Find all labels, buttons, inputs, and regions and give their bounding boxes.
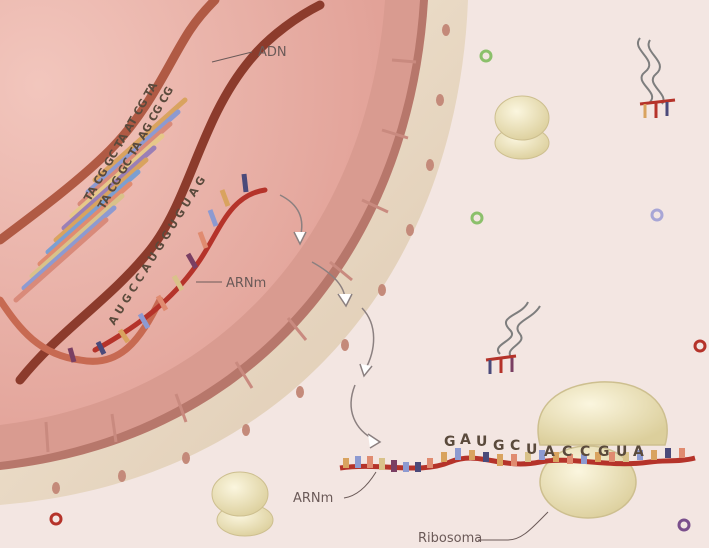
label-arnm-cytoplasm: ARNm xyxy=(293,491,333,506)
label-adn: ADN xyxy=(258,45,287,60)
label-ribosome: Ribosoma xyxy=(418,531,482,546)
label-arnm-nucleus: ARNm xyxy=(226,276,266,291)
free-ribosome-top xyxy=(495,96,549,159)
